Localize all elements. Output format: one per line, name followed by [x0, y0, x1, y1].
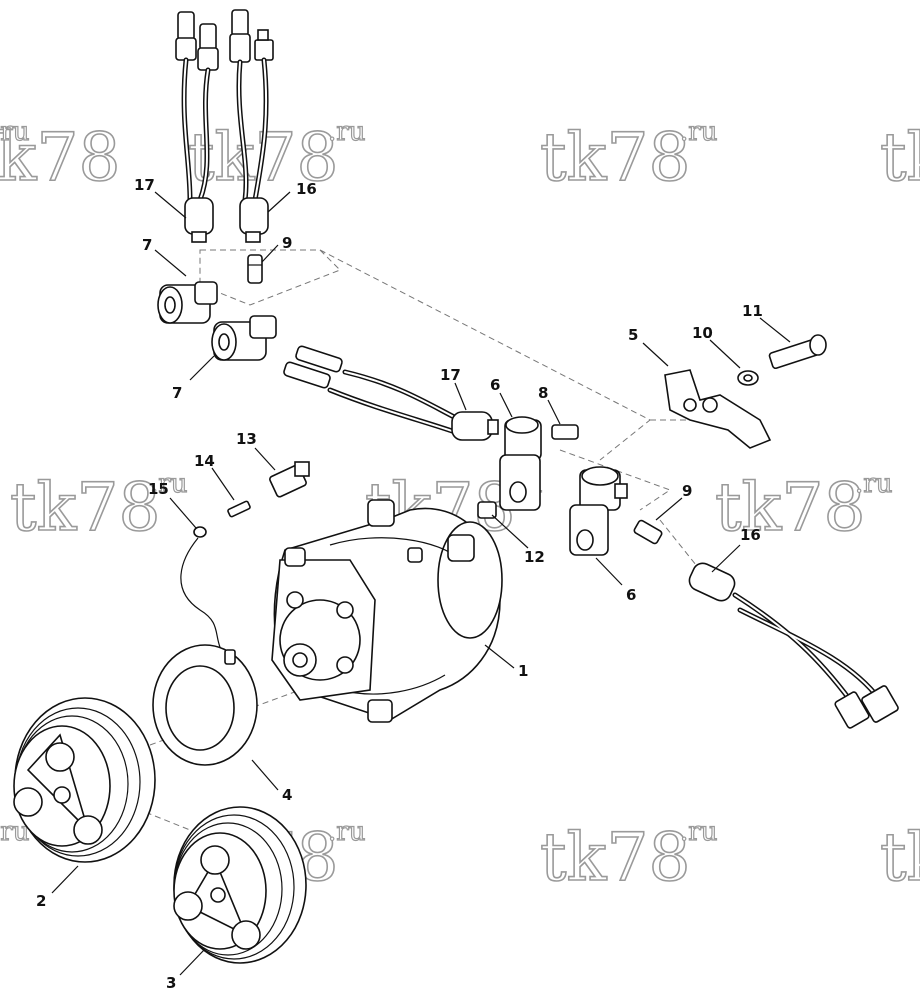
watermark-10: tk78 .ru [539, 816, 718, 896]
svg-text:.ru: .ru [328, 817, 365, 847]
middle-switch-harness [283, 345, 499, 441]
valve-core-8 [551, 424, 579, 440]
pulley-2 [13, 697, 156, 863]
svg-text:tk78: tk78 [715, 469, 866, 546]
bolt-14 [227, 500, 251, 518]
fitting-block-7-lower [211, 315, 277, 361]
svg-text:tk78: tk78 [10, 469, 161, 546]
callout-4: 4 [282, 786, 292, 804]
svg-text:.ru: .ru [855, 469, 892, 499]
valve-core-9-upper [247, 254, 263, 284]
callout-3: 3 [166, 974, 176, 992]
front-plate [271, 547, 393, 723]
svg-text:tk78: tk78 [880, 819, 920, 896]
callout-17-upper: 17 [134, 176, 155, 194]
svg-text:.ru: .ru [680, 117, 717, 147]
callout-6-upper: 6 [490, 376, 500, 394]
lower-switch-harness [688, 562, 899, 729]
callout-9-upper: 9 [282, 234, 292, 252]
callout-17-middle: 17 [440, 366, 461, 384]
callout-15: 15 [148, 480, 169, 498]
upper-switch-harness [175, 9, 274, 243]
svg-text:.ru: .ru [680, 817, 717, 847]
callout-11: 11 [742, 302, 763, 320]
watermark-7: tk78 .ru [714, 468, 893, 547]
svg-text:tk78: tk78 [0, 119, 121, 196]
watermark-3: tk78 .ru [539, 116, 718, 196]
leader-lines [51, 191, 791, 976]
svg-text:tk78: tk78 [540, 819, 691, 896]
callout-14: 14 [194, 452, 215, 470]
lock-washer-10 [737, 370, 759, 386]
svg-text:.ru: .ru [0, 117, 29, 147]
callout-1: 1 [518, 662, 528, 680]
watermark-5: tk78 .ru [9, 468, 188, 547]
callouts: 17 16 7 9 7 5 10 11 17 6 8 13 14 15 12 9… [36, 176, 763, 992]
valve-core-9-lower [633, 519, 663, 545]
svg-text:.ru: .ru [150, 469, 187, 499]
pressure-switch-16-lower [688, 562, 736, 602]
callout-7-lower: 7 [172, 384, 182, 402]
connector-13 [269, 461, 310, 498]
callout-13: 13 [236, 430, 257, 448]
callout-12: 12 [524, 548, 545, 566]
callout-6-lower: 6 [626, 586, 636, 604]
svg-text:tk78: tk78 [540, 119, 691, 196]
service-valve-6-lower [569, 466, 628, 556]
compressor-1 [271, 499, 503, 723]
field-coil-4 [152, 644, 258, 766]
watermark-2: tk78 .ru [187, 116, 366, 196]
relief-valve-12 [477, 501, 497, 519]
bolt-11 [768, 334, 827, 370]
callout-5: 5 [628, 326, 638, 344]
callout-8: 8 [538, 384, 548, 402]
callout-9-lower: 9 [682, 482, 692, 500]
watermark-4: tk78 [879, 118, 920, 197]
pulley-3 [173, 806, 307, 964]
callout-16-upper: 16 [296, 180, 317, 198]
svg-text:.ru: .ru [328, 117, 365, 147]
watermark-11: tk78 [879, 818, 920, 897]
svg-text:tk78: tk78 [880, 119, 920, 196]
callout-10: 10 [692, 324, 713, 342]
callout-7-upper: 7 [142, 236, 152, 254]
pressure-switch-16-upper [239, 197, 269, 243]
sensor-15 [180, 526, 229, 661]
watermark-1: tk78 .ru [0, 116, 121, 196]
pressure-switch-17-upper [184, 197, 214, 243]
fitting-block-7-upper [157, 281, 218, 324]
pressure-switch-17-middle [451, 411, 499, 441]
callout-2: 2 [36, 892, 46, 910]
service-valve-6-upper [499, 416, 542, 511]
callout-16-lower: 16 [740, 526, 761, 544]
mounting-bracket-5 [664, 369, 772, 449]
